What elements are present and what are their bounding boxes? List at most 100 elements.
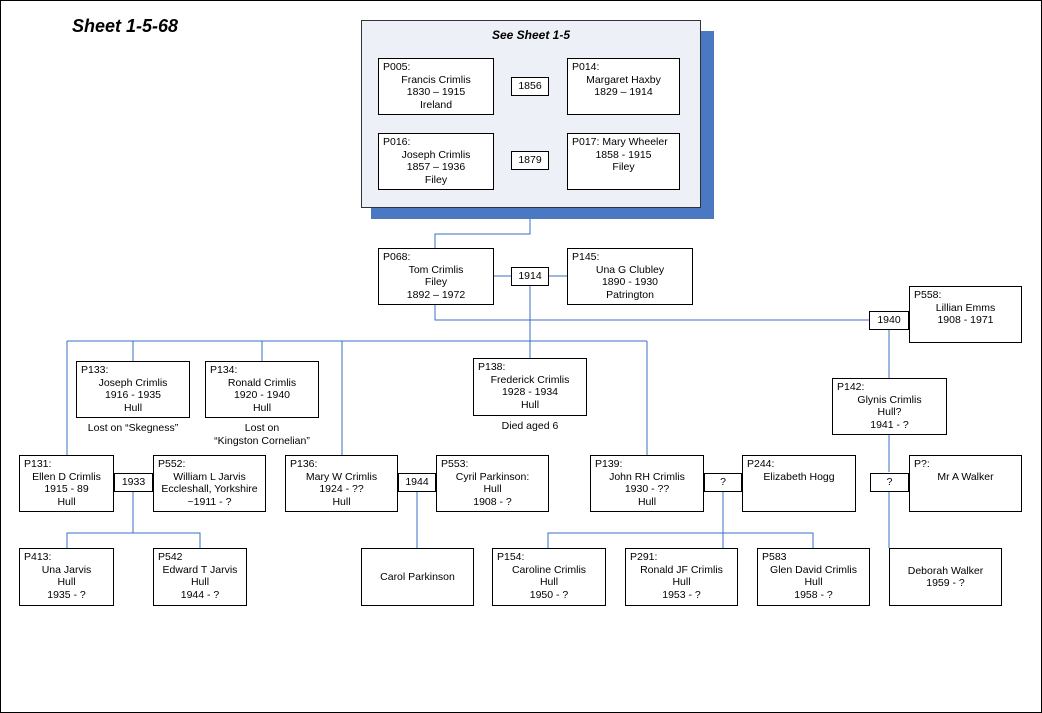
person-detail-line: Hull [672,576,691,588]
person-detail-line: Hull [123,401,143,414]
note-line: “Kingston Cornelian” [214,434,310,447]
person-id: P552: [158,458,186,470]
person-detail-line: Hull [332,495,351,508]
person-detail-line: Edward T Jarvis [162,563,238,576]
person-detail-line: Filey [424,276,448,288]
person-detail-line: Hull [483,483,502,495]
person-id: P136: [290,458,318,470]
person-detail-line: Hull [57,495,76,508]
person-detail-line: Mr A Walker [937,470,994,483]
person-detail-line: Glen David Crimlis [770,563,857,576]
person-detail-line: 1928 - 1934 [501,386,559,398]
person-detail-line: Carol Parkinson [380,570,455,583]
person-id: P068: [383,251,411,263]
person-detail-line: Hull [252,401,272,414]
person-id: P291: [630,551,658,563]
person-id: P005: [383,61,411,73]
person-detail-line: 1930 - ?? [624,483,670,495]
panel-title: See Sheet 1-5 [491,28,571,42]
person-detail-line: 1892 – 1972 [406,288,466,301]
person-detail-line: 1920 - 1940 [233,389,291,401]
person-id: P244: [747,458,775,470]
person-detail-line: Deborah Walker [907,564,984,577]
person-detail-line: Eccleshall, Yorkshire [161,483,258,495]
person-box-carol: Carol Parkinson [361,548,474,606]
person-detail-line: Ronald Crimlis [227,376,297,389]
person-id: P138: [478,361,506,373]
person-detail-line: Margaret Haxby [586,73,661,86]
note-p133: Lost on “Skegness” [66,422,200,435]
person-detail-line: ~1911 - ? [187,495,232,508]
marriage-box-unknown-glynis: ? [870,473,909,492]
person-id: P553: [441,458,469,470]
person-detail-line: 1916 - 1935 [104,389,162,401]
person-detail-line: Francis Crimlis [401,73,471,86]
person-detail-line: Hull [539,576,559,588]
person-detail-line: 1858 - 1915 [595,148,652,161]
person-detail-line: William L Jarvis [173,470,246,483]
person-detail-line: Hull [637,495,657,508]
person-detail-line: Cyril Parkinson: [455,470,530,483]
person-id: P145: [572,251,600,263]
person-id: P014: [572,61,600,73]
person-detail-line: Hull [520,398,540,411]
person-id: P016: [383,136,411,148]
person-detail-line: Hull? [877,406,902,418]
person-id: P134: [210,364,238,376]
sheet-title: Sheet 1-5-68 [72,16,179,36]
person-id: P583 [762,551,787,563]
person-detail-line: 1915 - 89 [44,483,89,495]
person-detail-line: 1908 - 1971 [937,314,994,326]
connector-line [547,492,724,548]
person-detail-line: Lillian Emms [935,301,996,314]
note-line: Died aged 6 [501,420,559,432]
person-detail-line: Ireland [419,98,453,111]
marriage-box-unknown-john: ? [704,473,742,492]
note-p138: Died aged 6 [473,420,587,433]
marriage-box-1914: 1914 [511,267,549,286]
connector-line [434,305,869,321]
person-detail-line: 1959 - ? [926,577,965,589]
person-id: P154: [497,551,525,563]
person-detail-line: 1830 – 1915 [406,86,466,98]
person-detail-line: 1829 – 1914 [594,86,653,98]
person-detail-line: 1908 - ? [473,495,512,508]
marriage-box-1940: 1940 [869,311,909,330]
connector-line [133,532,201,548]
person-id: P133: [81,364,109,376]
person-detail-line: Tom Crimlis [408,263,464,276]
person-detail-line: Una G Clubley [595,263,665,276]
person-detail-line: 1857 – 1936 [406,161,466,173]
person-detail-line: 1890 - 1930 [601,276,659,288]
person-detail-line: John RH Crimlis [609,470,685,483]
person-detail-line: Hull [190,576,210,588]
marriage-box-1933: 1933 [114,473,153,492]
connector-line [723,532,814,548]
person-detail-line: Filey [424,173,448,186]
person-box-pq: P?:Mr A Walker [909,455,1022,512]
person-detail-line: 1953 - ? [662,588,701,601]
person-detail-line: 1935 - ? [47,588,86,601]
person-detail-line: Ellen D Crimlis [32,470,101,483]
person-detail-line: 1950 - ? [529,588,569,601]
marriage-box-1856: 1856 [511,77,549,96]
person-id: P558: [914,289,942,301]
